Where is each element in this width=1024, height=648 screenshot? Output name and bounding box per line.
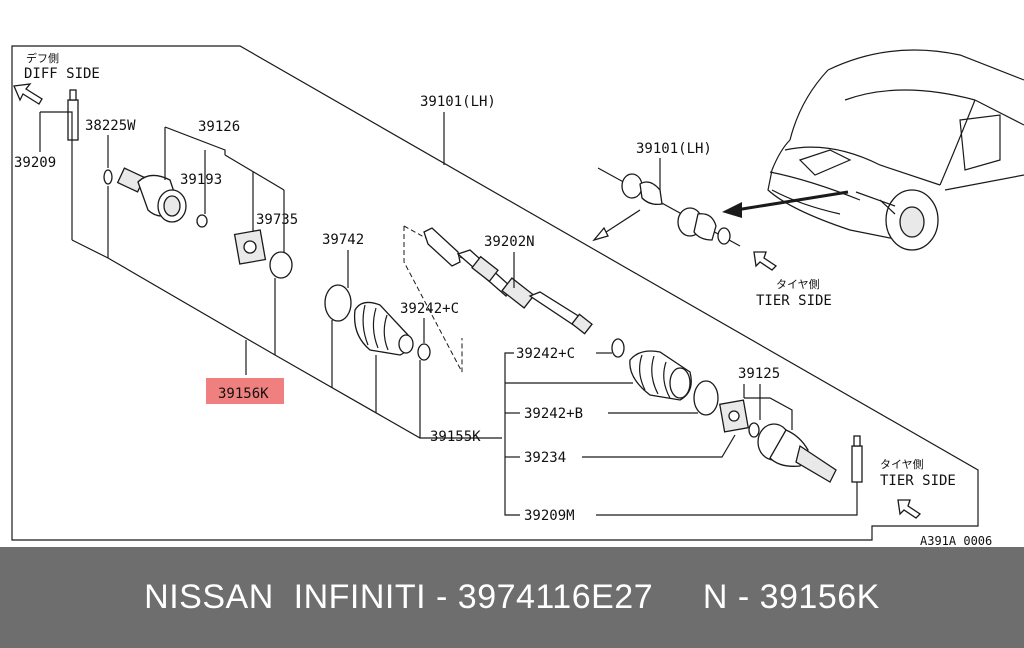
diagram-frame [11, 45, 979, 541]
part-39242c-band-left [417, 343, 431, 361]
footer-part-numbers: NISSAN INFINITI - 3974116E27 N - 39156K [144, 578, 880, 616]
part-38225w-ring [103, 169, 113, 185]
part-outer-joint [757, 423, 837, 483]
label-39125: 39125 [738, 366, 780, 382]
part-boot-left [353, 301, 414, 356]
part-39735-spider [233, 229, 267, 265]
diff-side-arrow-icon [13, 83, 43, 105]
label-39155k: 39155K [430, 429, 481, 445]
part-39242b-band [693, 380, 719, 416]
label-39202n: 39202N [484, 234, 535, 250]
tier-side-jp-label-bottom: タイヤ側 [880, 458, 924, 471]
diff-side-label: DIFF SIDE [24, 66, 100, 82]
label-39101-main: 39101(LH) [420, 94, 496, 110]
label-39209: 39209 [14, 155, 56, 171]
diagram-ref-code: A391A 0006 [920, 534, 992, 547]
tier-side-jp-label-top: タイヤ側 [776, 278, 820, 291]
part-39242c-band-right [611, 338, 625, 358]
label-39735: 39735 [256, 212, 298, 228]
label-39242b: 39242+B [524, 406, 583, 422]
part-boot-right [629, 350, 692, 401]
label-39234: 39234 [524, 450, 566, 466]
part-number-footer: NISSAN INFINITI - 3974116E27 N - 39156K [0, 547, 1024, 648]
label-39156k-highlight [206, 378, 284, 404]
label-39156k: 39156K [218, 386, 269, 402]
inset-arrow-from-car-icon [722, 190, 849, 218]
part-39202n-shaft [423, 227, 593, 335]
label-39193: 39193 [180, 172, 222, 188]
part-39193-ring [196, 214, 208, 228]
label-39126: 39126 [198, 119, 240, 135]
leader-bracket-right-group [504, 352, 520, 516]
part-39742-boot-band [324, 284, 352, 322]
car-front-illustration [767, 49, 1024, 251]
part-39209m-shaft [851, 435, 863, 483]
drive-shaft-exploded-diagram: デフ側 DIFF SIDE 39209 38225W 39126 39193 [11, 45, 1024, 547]
part-housing-joint [116, 167, 187, 223]
diff-side-jp-label: デフ側 [26, 51, 59, 65]
label-39242c-left: 39242+C [400, 301, 459, 317]
part-39234-bearing [718, 399, 750, 433]
inset-shaft-assembly [597, 167, 741, 247]
part-39209-shaft [67, 89, 79, 141]
tier-side-arrow-top-icon [753, 251, 778, 271]
tier-side-label-bottom: TIER SIDE [880, 473, 956, 489]
label-39742: 39742 [322, 232, 364, 248]
label-39101-inset: 39101(LH) [636, 141, 712, 157]
tier-side-arrow-bottom-icon [897, 499, 922, 519]
part-circlip-ring [269, 251, 293, 279]
tier-side-label-top: TIER SIDE [756, 293, 832, 309]
label-39209m: 39209M [524, 508, 575, 524]
leader-lines-left-group [71, 239, 502, 439]
inset-arrow-to-diagram-icon [592, 209, 641, 242]
dashed-group-box [403, 226, 463, 373]
label-39242c-right: 39242+C [516, 346, 575, 362]
label-38225w: 38225W [85, 118, 136, 134]
part-small-ring-right [748, 422, 760, 438]
